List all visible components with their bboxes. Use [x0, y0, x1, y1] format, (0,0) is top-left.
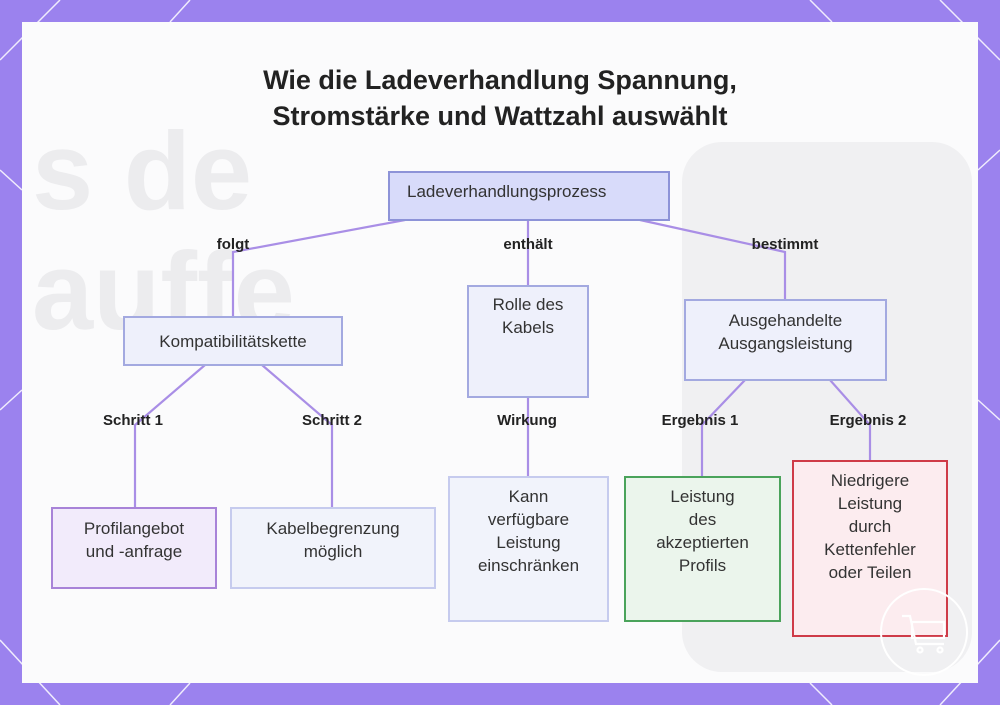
node-restrict-power: Kann verfügbare Leistung einschränken: [448, 476, 609, 622]
node-profile-offer-label: Profilangebot und -anfrage: [83, 519, 185, 561]
edge-root-output: [639, 218, 787, 300]
shopping-cart-icon: [880, 588, 968, 676]
edge-label-step-1: Schritt 1: [102, 412, 164, 429]
edge-label-contains: enthält: [503, 236, 553, 253]
diagram-title: Wie die Ladeverhandlung Spannung, Stroms…: [22, 62, 978, 134]
node-accepted-profile-power: Leistung des akzeptierten Profils: [624, 476, 781, 622]
node-cable-role-label: Rolle des Kabels: [492, 295, 564, 337]
node-cable-limit-label: Kabelbegrenzung möglich: [266, 519, 400, 561]
edge-compat-profile: [133, 364, 206, 508]
edge-label-result-1: Ergebnis 1: [661, 412, 739, 429]
node-profile-offer: Profilangebot und -anfrage: [51, 507, 217, 589]
edge-label-step-2: Schritt 2: [301, 412, 363, 429]
edge-label-follows: folgt: [216, 236, 250, 253]
title-line-2: Stromstärke und Wattzahl auswählt: [272, 101, 728, 131]
title-line-1: Wie die Ladeverhandlung Spannung,: [263, 65, 737, 95]
node-negotiated-output-label: Ausgehandelte Ausgangsleistung: [718, 311, 853, 353]
edge-compat-cable-limit: [261, 364, 334, 508]
cart-glyph: [902, 614, 946, 654]
node-negotiated-output: Ausgehandelte Ausgangsleistung: [684, 299, 887, 381]
edge-root-compat: [231, 218, 406, 318]
node-charging-negotiation: Ladeverhandlungsprozess: [388, 171, 670, 221]
node-restrict-power-label: Kann verfügbare Leistung einschränken: [477, 487, 580, 575]
edge-output-accepted: [700, 379, 746, 477]
node-lower-power-label: Niedrigere Leistung durch Kettenfehler o…: [824, 471, 916, 582]
edge-label-determines: bestimmt: [751, 236, 819, 253]
edge-output-lower: [829, 379, 872, 461]
node-compatibility-chain: Kompatibilitätskette: [123, 316, 343, 366]
node-accepted-profile-power-label: Leistung des akzeptierten Profils: [656, 487, 749, 575]
edge-label-result-2: Ergebnis 2: [829, 412, 907, 429]
node-cable-role: Rolle des Kabels: [467, 285, 589, 398]
node-cable-limit: Kabelbegrenzung möglich: [230, 507, 436, 589]
node-charging-negotiation-label: Ladeverhandlungsprozess: [407, 182, 607, 201]
edge-label-effect: Wirkung: [497, 412, 557, 429]
node-compatibility-chain-label: Kompatibilitätskette: [159, 331, 307, 351]
